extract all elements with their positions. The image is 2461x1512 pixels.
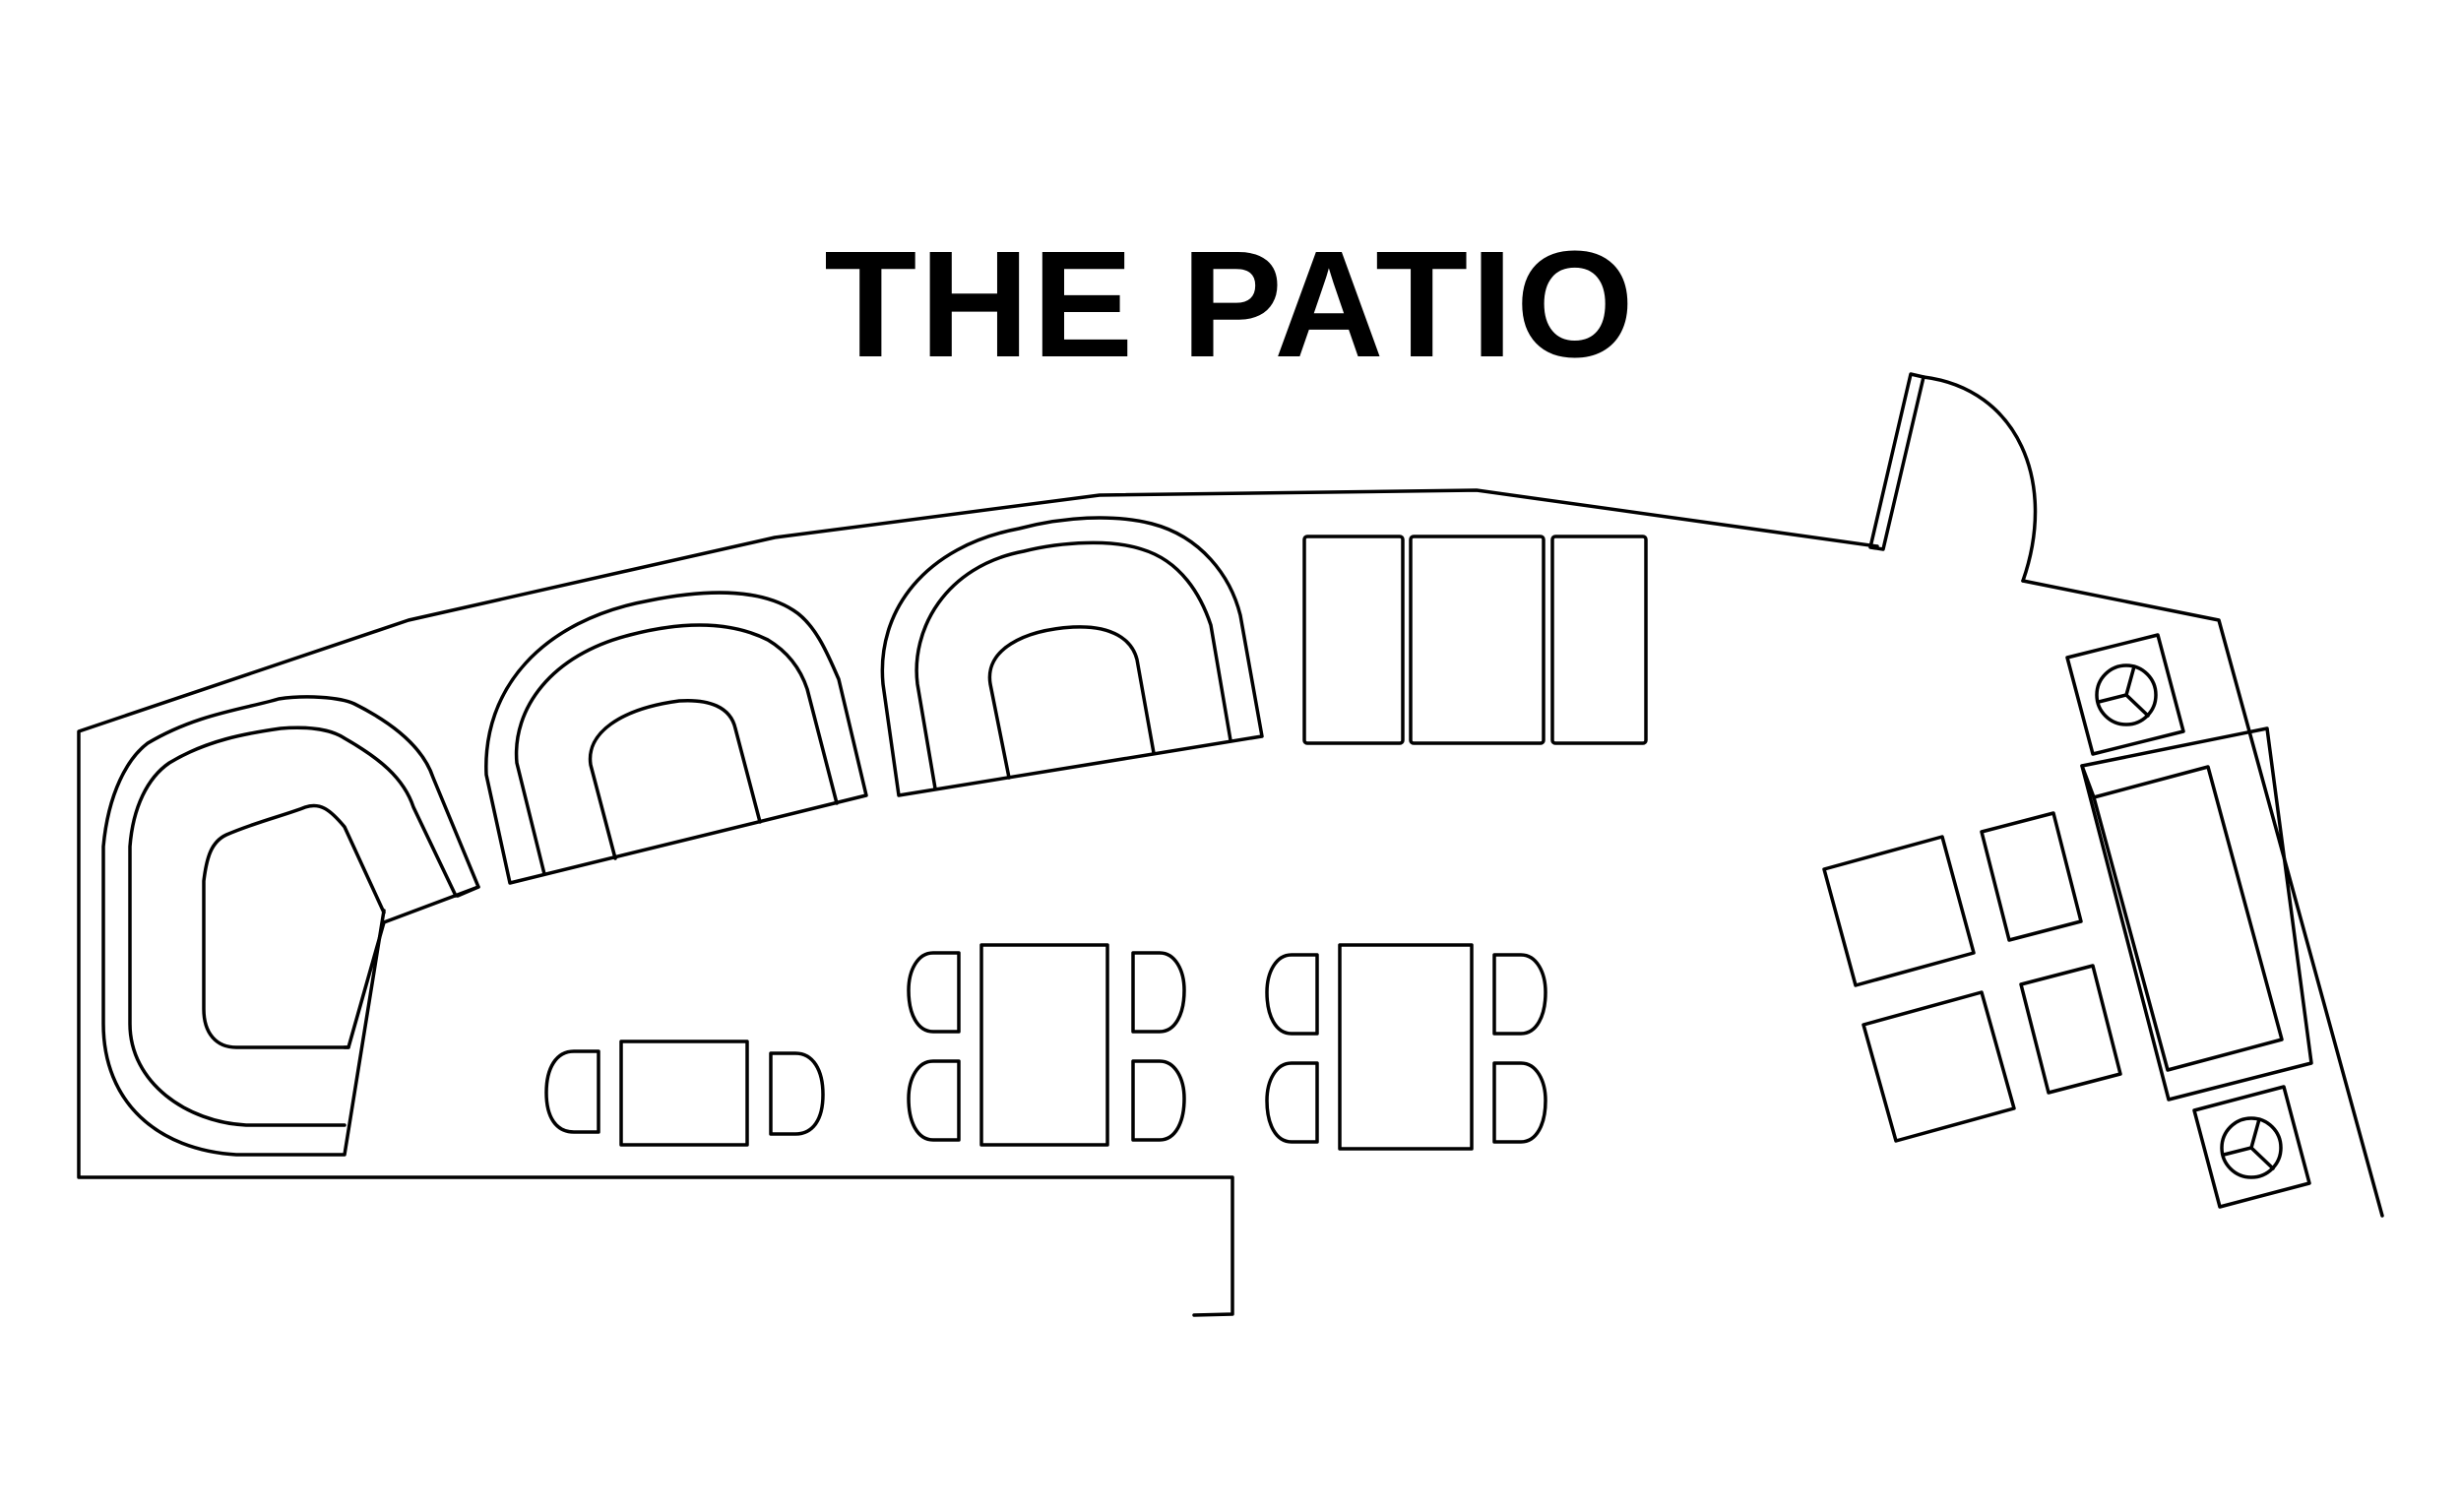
booth-1 xyxy=(101,695,480,1157)
booth-3-outer-edge xyxy=(880,516,1264,797)
dining-table-3 xyxy=(1338,943,1474,1151)
chair-2d xyxy=(1131,1059,1186,1142)
door-leaf xyxy=(1868,372,1925,551)
planter-2-leaf-c xyxy=(2249,1146,2275,1170)
door-swing-arc xyxy=(1922,375,2038,583)
planter-2-leaf-a xyxy=(2249,1117,2261,1150)
lounge-sofa-back xyxy=(2080,764,2096,799)
lounge-side-table-1 xyxy=(1980,811,2083,942)
lounge-sofa-frame xyxy=(2080,726,2313,1102)
booth-2 xyxy=(484,591,868,885)
booth-1-outer-edge xyxy=(101,695,480,1157)
lounge-armchair-2 xyxy=(1862,990,2016,1143)
chair-2b xyxy=(907,1059,961,1142)
chair-3b xyxy=(1265,1061,1319,1144)
planter-1-plant xyxy=(2095,663,2158,726)
planter-2 xyxy=(2192,1085,2311,1209)
lounge-sofa-seat xyxy=(2092,765,2284,1072)
planter-2-leaf-b xyxy=(2222,1146,2253,1157)
planter-1-leaf-b xyxy=(2097,693,2128,704)
chair-3a xyxy=(1265,953,1319,1036)
booth-2-backrest xyxy=(514,623,839,876)
chair-3d xyxy=(1492,1061,1547,1144)
planter-1-leaf-a xyxy=(2124,664,2136,697)
top-tables xyxy=(1302,535,1648,745)
booth-3-seat xyxy=(987,625,1156,780)
booth-1-divider xyxy=(456,885,480,898)
booth-2-seat xyxy=(588,698,762,860)
lounge-area xyxy=(1822,726,2313,1143)
planter-1-box xyxy=(2065,633,2185,756)
lounge-side-table-2 xyxy=(2019,964,2122,1095)
chair-3c xyxy=(1492,953,1547,1036)
dining-table-1 xyxy=(619,1040,749,1147)
planter-2-plant xyxy=(2220,1116,2283,1179)
dining-set-2 xyxy=(907,943,1186,1147)
chair-1b xyxy=(769,1051,825,1136)
entrance-door xyxy=(1868,372,2038,583)
dining-set-3 xyxy=(1265,943,1547,1151)
booth-1-backrest xyxy=(128,725,458,1127)
top-table-3 xyxy=(1550,535,1648,745)
booth-1-seat xyxy=(202,803,386,1049)
boundary-wall-east xyxy=(2021,579,2384,1218)
dining-table-2 xyxy=(979,943,1109,1147)
booth-3-backrest xyxy=(915,540,1232,790)
lounge-armchair-1 xyxy=(1822,835,1976,987)
boundary-wall-main xyxy=(77,488,1879,1317)
planter-2-box xyxy=(2192,1085,2311,1209)
booth-2-outer-edge xyxy=(484,591,868,885)
planter-1 xyxy=(2065,633,2185,756)
top-table-1 xyxy=(1302,535,1405,745)
booth-3 xyxy=(880,516,1264,797)
patio-boundary xyxy=(77,488,2384,1317)
plan-title: THE PATIO xyxy=(824,220,1637,389)
chair-2a xyxy=(907,951,961,1034)
planter-1-leaf-c xyxy=(2124,693,2150,718)
chair-1a xyxy=(544,1049,600,1134)
chair-2c xyxy=(1131,951,1186,1034)
top-table-2 xyxy=(1409,535,1546,745)
dining-set-1 xyxy=(544,1040,825,1147)
